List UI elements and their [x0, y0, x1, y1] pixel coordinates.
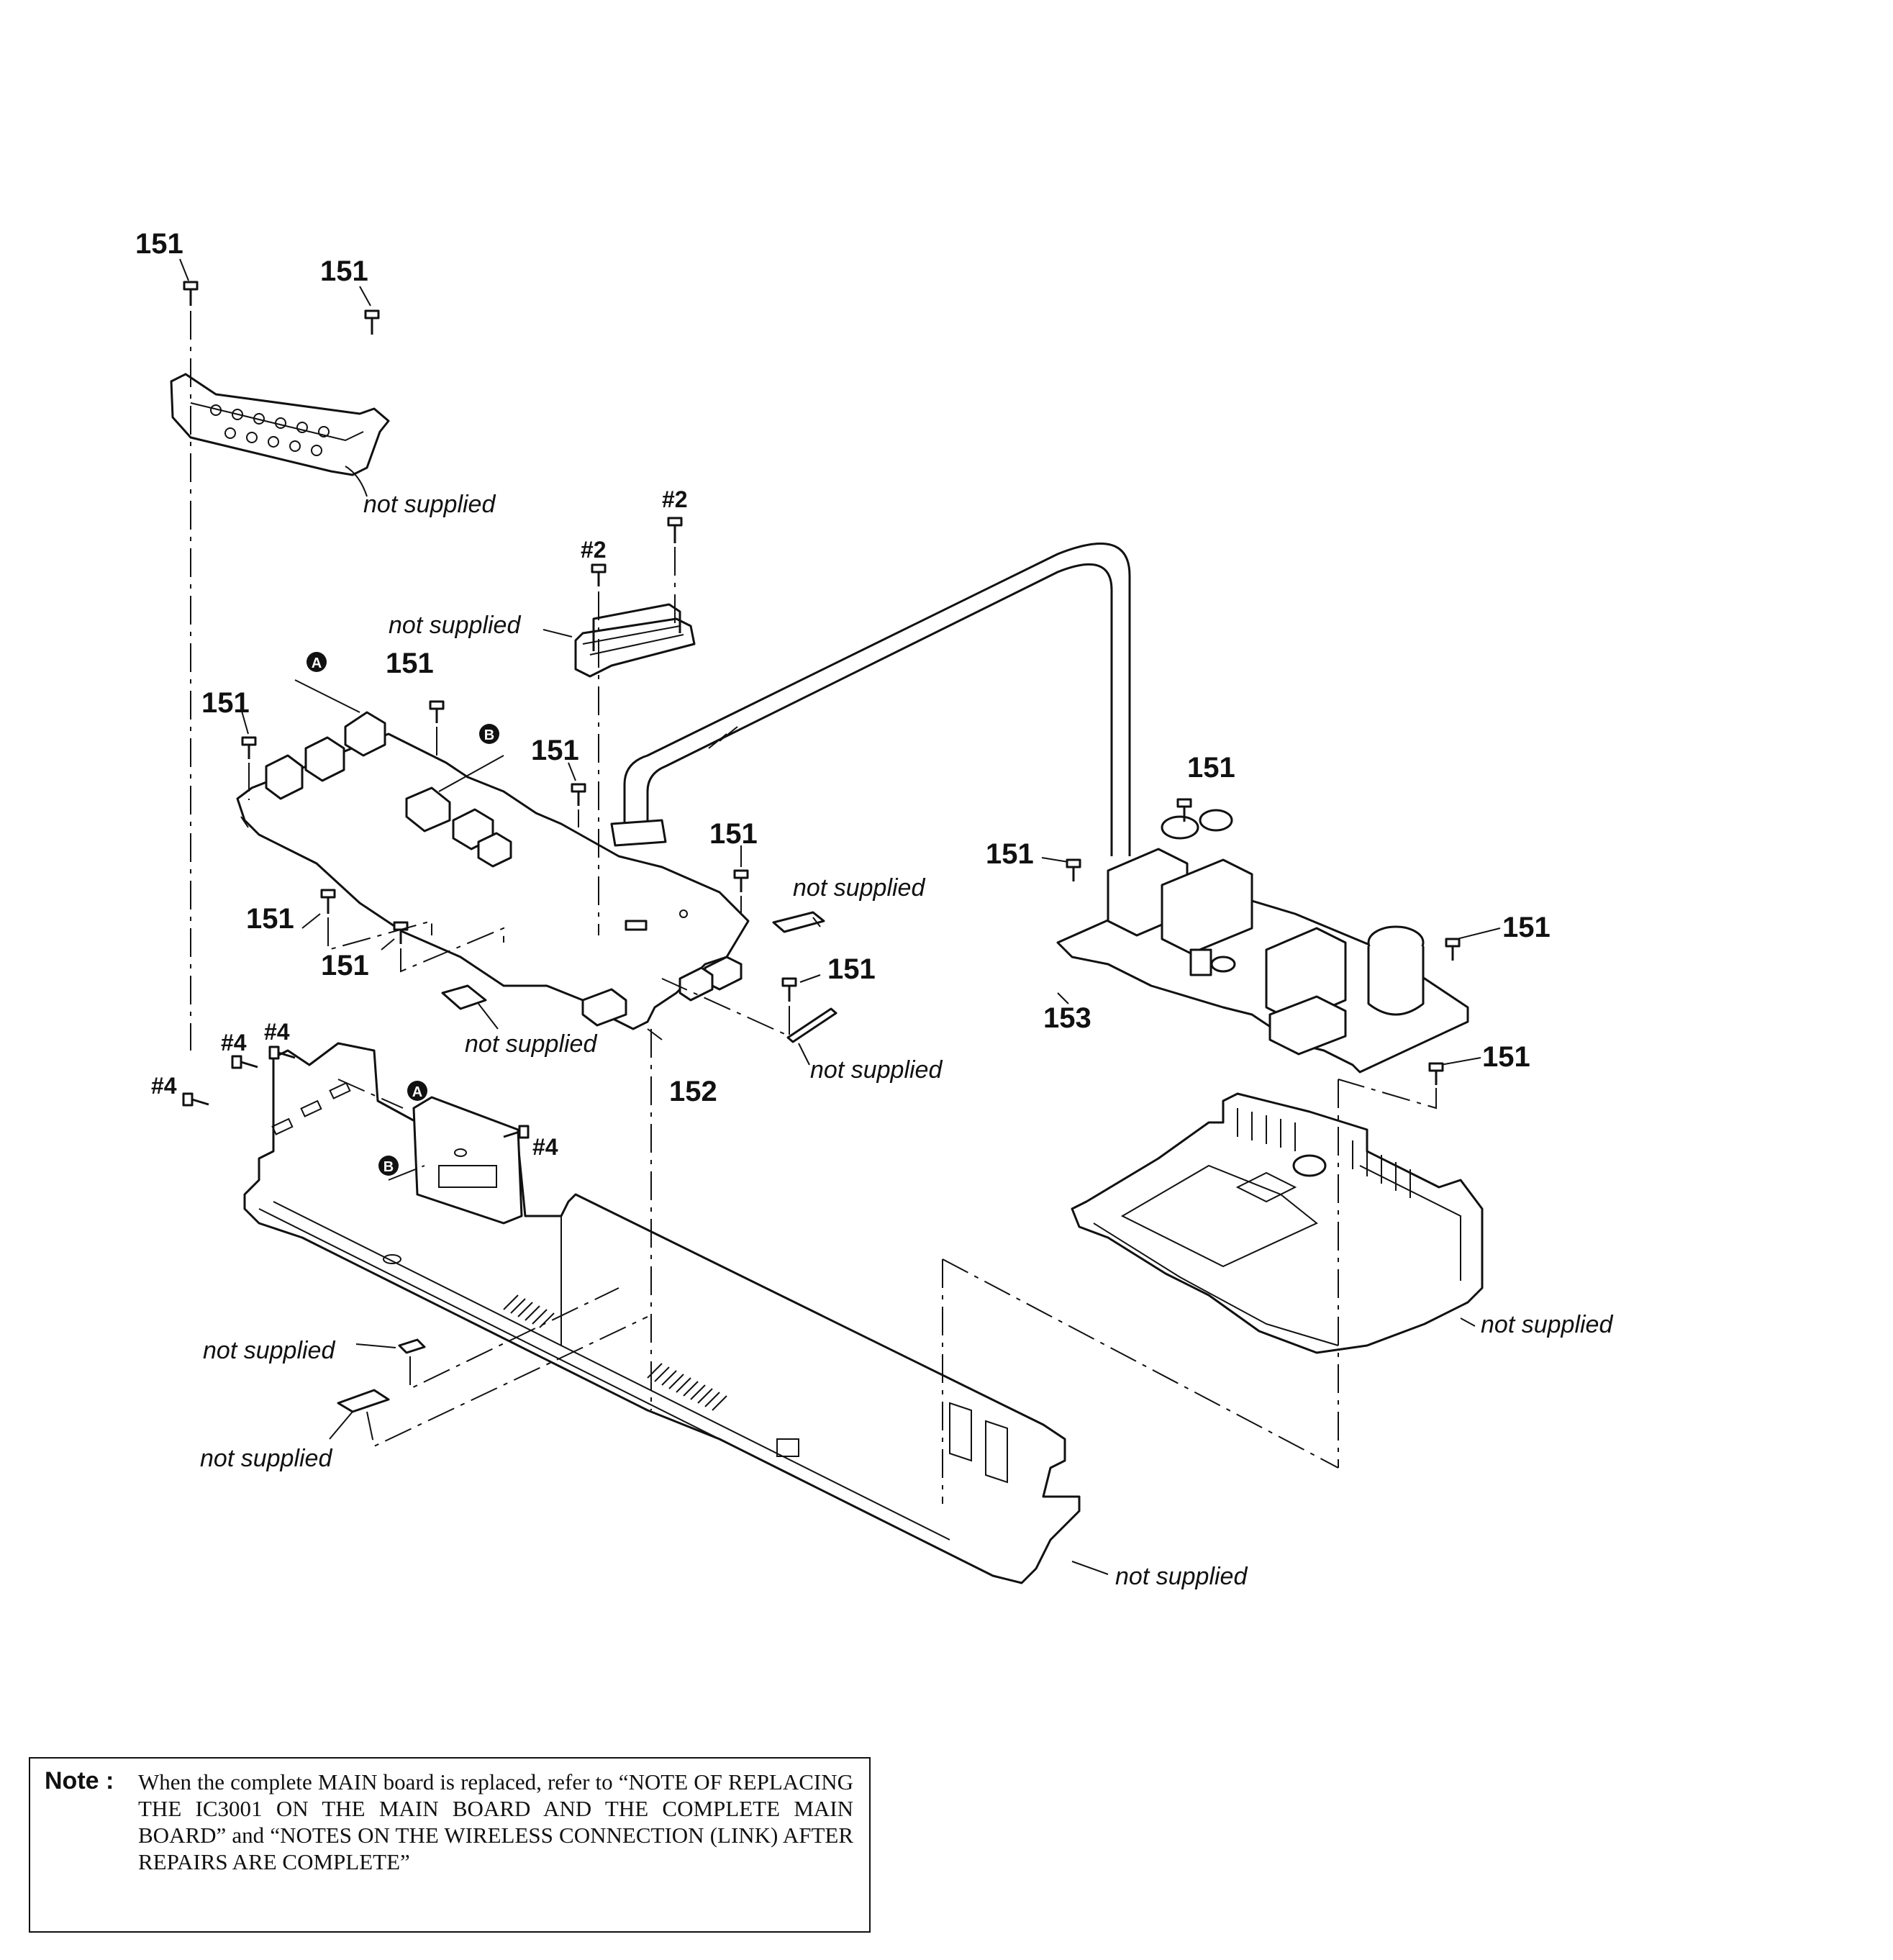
marker-b: B — [438, 724, 504, 792]
label-not-supplied: not supplied — [465, 1030, 597, 1058]
label-151: 151 — [386, 648, 434, 679]
note-text: When the complete MAIN board is replaced… — [138, 1769, 853, 1874]
screw-151 — [240, 708, 257, 759]
pad-part — [398, 1338, 426, 1354]
pad-part — [441, 984, 487, 1010]
screw-151 — [568, 762, 586, 806]
note-key: Note : — [45, 1767, 114, 1795]
label-not-supplied: not supplied — [200, 1445, 332, 1472]
screw-151 — [301, 889, 336, 929]
rod-part — [786, 1007, 837, 1043]
marker-a: A — [294, 652, 360, 713]
screw-151 — [781, 974, 821, 1002]
label-not-supplied: not supplied — [363, 491, 496, 518]
flat-cable — [610, 543, 1131, 856]
marker-b: B — [378, 1156, 399, 1176]
label-151: 151 — [321, 950, 369, 981]
label-151: 151 — [246, 903, 294, 935]
label-151: 151 — [827, 953, 876, 985]
screw-151 — [1428, 1057, 1481, 1085]
label-not-supplied: not supplied — [203, 1337, 335, 1364]
screw-#4 — [268, 1045, 296, 1060]
label-#4: #4 — [264, 1019, 290, 1045]
label-#4: #4 — [221, 1030, 247, 1056]
main-board — [236, 711, 750, 1030]
top-bracket — [170, 373, 390, 476]
label-152: 152 — [669, 1076, 717, 1107]
connector-bracket — [574, 603, 696, 678]
label-#4: #4 — [532, 1134, 558, 1160]
label-151: 151 — [201, 687, 250, 719]
screw-151 — [429, 700, 445, 723]
screw-151 — [733, 845, 749, 892]
marker-a: A — [407, 1081, 427, 1101]
label-not-supplied: not supplied — [793, 874, 925, 902]
chassis — [243, 1042, 1081, 1584]
sheet-part — [337, 1389, 390, 1413]
screw-151 — [179, 258, 199, 306]
label-#4: #4 — [151, 1073, 177, 1099]
part-labels: 151 151 151 151 151 151 151 151 151 151 … — [135, 228, 1613, 1590]
screw-151 — [1445, 927, 1501, 961]
screw-#4 — [231, 1055, 258, 1069]
svg-text:B: B — [383, 1159, 394, 1175]
screw-151 — [1041, 857, 1081, 881]
screw-#2 — [667, 517, 683, 543]
label-151: 151 — [1482, 1041, 1530, 1073]
label-151: 151 — [531, 735, 579, 766]
label-leaders — [329, 466, 1476, 1575]
power-board — [1056, 809, 1469, 1074]
screw-151 — [359, 286, 380, 335]
label-151: 151 — [709, 818, 758, 850]
svg-text:B: B — [484, 727, 494, 743]
label-not-supplied: not supplied — [1481, 1311, 1613, 1338]
screw-151 — [381, 921, 409, 950]
label-#2: #2 — [662, 486, 688, 512]
screw-#4 — [503, 1125, 530, 1139]
label-not-supplied: not supplied — [1115, 1563, 1248, 1590]
label-151: 151 — [135, 228, 183, 260]
label-151: 151 — [1502, 912, 1551, 943]
sheet-part — [772, 911, 825, 933]
note-box: Note : When the complete MAIN board is r… — [29, 1757, 871, 1933]
label-not-supplied: not supplied — [810, 1056, 943, 1084]
label-#2: #2 — [581, 537, 607, 563]
svg-text:A: A — [412, 1084, 422, 1100]
label-153: 153 — [1043, 1002, 1091, 1034]
svg-text:A: A — [312, 655, 322, 671]
label-151: 151 — [1187, 752, 1235, 784]
screw-151 — [1176, 798, 1192, 822]
screw-#2 — [591, 563, 607, 586]
label-151: 151 — [320, 255, 368, 287]
label-151: 151 — [986, 838, 1034, 870]
assembly-lines — [190, 311, 1437, 1504]
screw-#4 — [182, 1092, 209, 1107]
label-not-supplied: not supplied — [389, 612, 521, 639]
bottom-case — [1071, 1092, 1484, 1354]
